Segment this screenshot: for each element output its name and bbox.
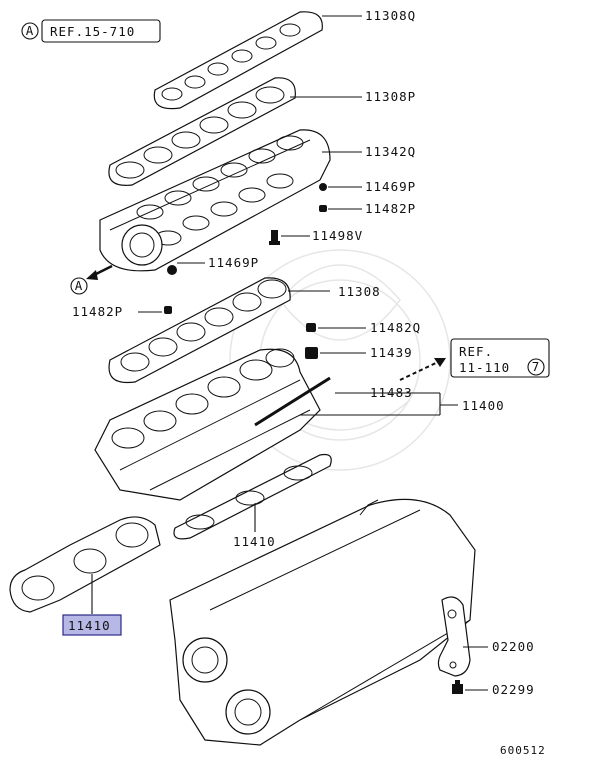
ref-a-circle [21, 22, 39, 40]
label-11483[interactable]: 11483 [370, 385, 413, 400]
label-11469p-mid[interactable]: 11469P [208, 255, 259, 270]
label-11342q[interactable]: 11342Q [365, 144, 416, 159]
diagram-id: 600512 [500, 744, 546, 757]
label-11400[interactable]: 11400 [462, 398, 505, 413]
cylinder-head [169, 498, 476, 746]
ref-b-group[interactable]: REF. 11-110 7 [450, 338, 550, 378]
part-11482p-top [319, 205, 327, 212]
ref-b-line2: 11-110 [459, 360, 510, 375]
ref-a-letter: A [26, 23, 35, 38]
ref-a-box [41, 19, 161, 43]
label-11469p-top[interactable]: 11469P [365, 179, 416, 194]
label-11308q[interactable]: 11308Q [365, 8, 416, 23]
bolt-11498v [269, 230, 280, 245]
bolt-02299 [452, 680, 463, 694]
label-11482p-left[interactable]: 11482P [72, 304, 123, 319]
gasket-11308p [108, 77, 296, 186]
watermark-emblem [229, 249, 451, 471]
part-11469p-mid [167, 265, 177, 275]
intake-manifold-11400 [94, 348, 321, 501]
ref-b-circle [527, 358, 545, 376]
gasket-11410-left [9, 516, 161, 613]
label-11308[interactable]: 11308 [338, 284, 381, 299]
part-11469p-top [319, 183, 327, 191]
ref-b-line1: REF. [459, 344, 493, 359]
label-11410-highlight-box[interactable] [62, 614, 122, 636]
part-11482p-left [164, 306, 172, 314]
label-11439[interactable]: 11439 [370, 345, 413, 360]
plenum-11342q [99, 129, 331, 272]
stud-11483 [254, 376, 331, 427]
ref-b-box [450, 338, 550, 378]
ref-b-number: 7 [532, 359, 541, 374]
label-11308p[interactable]: 11308P [365, 89, 416, 104]
part-11482q [306, 323, 316, 332]
label-11482p-top[interactable]: 11482P [365, 201, 416, 216]
ref-a-text: REF.15-710 [50, 24, 135, 39]
gasket-11410-mid [173, 453, 332, 540]
label-11410-highlight[interactable]: 11410 [68, 618, 111, 633]
gasket-11308q [153, 11, 323, 110]
label-11482q[interactable]: 11482Q [370, 320, 421, 335]
bracket-02200 [437, 596, 471, 677]
label-02200[interactable]: 02200 [492, 639, 535, 654]
label-11498v[interactable]: 11498V [312, 228, 363, 243]
label-02299[interactable]: 02299 [492, 682, 535, 697]
arrow-a-letter: A [75, 278, 84, 293]
ref-a-group[interactable]: A REF.15-710 [21, 19, 161, 43]
arrow-a-group: A [70, 264, 113, 295]
gasket-11308 [108, 277, 291, 384]
label-11410-mid[interactable]: 11410 [233, 534, 276, 549]
part-11439 [305, 347, 318, 359]
